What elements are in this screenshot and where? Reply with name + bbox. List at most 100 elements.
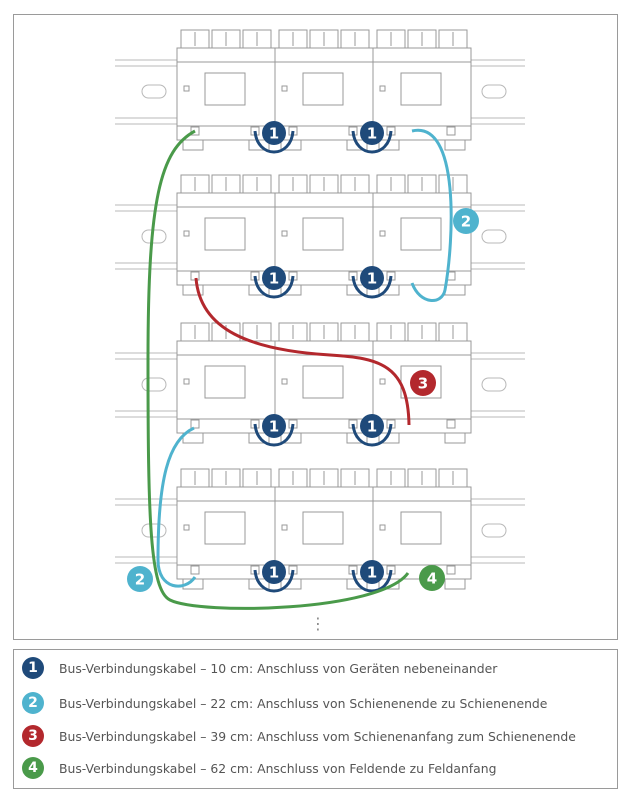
device-module — [176, 468, 276, 590]
bus-cables — [146, 128, 453, 610]
device-display — [204, 365, 246, 399]
rail-slot-right — [481, 229, 507, 244]
device-display — [204, 217, 246, 251]
rail-slot-right — [481, 84, 507, 99]
device-module — [372, 29, 472, 151]
device-top-band — [176, 47, 276, 63]
device-module — [176, 322, 276, 444]
device-module — [274, 174, 374, 296]
bus-cable-1 — [253, 569, 295, 593]
device-led — [183, 230, 190, 237]
cable-badge-label-1: 1 — [367, 564, 377, 582]
legend-text-3: Bus-Verbindungskabel – 39 cm: Anschluss … — [59, 728, 576, 744]
device-display — [204, 511, 246, 545]
cable-badge-3-label: 3 — [418, 375, 428, 393]
cable-badge-4-label: 4 — [427, 570, 437, 588]
legend: 1 Bus-Verbindungskabel – 10 cm: Anschlus… — [13, 649, 618, 789]
device-foot — [182, 139, 204, 151]
device-led — [281, 378, 288, 385]
cable-badge-1 — [262, 560, 286, 584]
device-foot — [444, 139, 466, 151]
bus-cable-1 — [253, 423, 295, 447]
bus-cable-1 — [253, 130, 295, 154]
bus-port-out — [446, 419, 456, 429]
legend-item-1: 1 Bus-Verbindungskabel – 10 cm: Anschlus… — [22, 656, 497, 680]
cable-badge-label-1: 1 — [269, 125, 279, 143]
cable-badge-1 — [360, 414, 384, 438]
rail-slot-right — [481, 377, 507, 392]
device-display — [302, 72, 344, 106]
device-foot — [182, 432, 204, 444]
rail-slot-right — [481, 523, 507, 538]
cable-badge-1 — [262, 266, 286, 290]
cable-badge-1 — [262, 121, 286, 145]
device-display — [302, 511, 344, 545]
cable-badge-label-1: 1 — [367, 270, 377, 288]
cable-badge-3 — [410, 370, 436, 396]
legend-text-1: Bus-Verbindungskabel – 10 cm: Anschluss … — [59, 660, 498, 676]
device-top-band — [274, 486, 374, 502]
cable-badge-4 — [419, 565, 445, 591]
device-display — [302, 365, 344, 399]
device-led — [183, 85, 190, 92]
bus-cable-1 — [253, 275, 295, 299]
continuation-dots: ⋮ — [310, 614, 326, 633]
device-module — [176, 174, 276, 296]
legend-badge-2: 2 — [22, 692, 44, 714]
device-foot — [182, 284, 204, 296]
device-led — [281, 85, 288, 92]
device-top-band — [372, 340, 472, 356]
bus-cable-3 — [194, 277, 411, 426]
device-led — [379, 230, 386, 237]
cable-badge-1 — [360, 121, 384, 145]
cable-badge-1 — [360, 560, 384, 584]
device-module — [372, 468, 472, 590]
bus-cable-1 — [351, 130, 393, 154]
bus-port-out — [446, 126, 456, 136]
bus-cable-4 — [146, 129, 410, 610]
legend-item-4: 4 Bus-Verbindungskabel – 62 cm: Anschlus… — [22, 756, 496, 780]
device-display — [302, 217, 344, 251]
device-led — [379, 85, 386, 92]
legend-text-2: Bus-Verbindungskabel – 22 cm: Anschluss … — [59, 695, 548, 711]
rail-slot-left — [141, 377, 167, 392]
legend-badge-3: 3 — [22, 725, 44, 747]
cable-badge-1 — [262, 414, 286, 438]
device-led — [379, 378, 386, 385]
legend-badge-1: 1 — [22, 657, 44, 679]
cable-badge-2-label: 2 — [461, 213, 471, 231]
device-top-band — [372, 192, 472, 208]
bus-cable-1 — [351, 423, 393, 447]
device-led — [183, 524, 190, 531]
cable-badge-label-1: 1 — [367, 418, 377, 436]
device-display — [400, 217, 442, 251]
device-led — [281, 230, 288, 237]
device-top-band — [176, 486, 276, 502]
bus-port-out — [446, 565, 456, 575]
device-top-band — [274, 340, 374, 356]
cable-badge-label-1: 1 — [269, 564, 279, 582]
device-foot — [444, 284, 466, 296]
device-module — [274, 322, 374, 444]
device-top-band — [274, 192, 374, 208]
legend-item-2: 2 Bus-Verbindungskabel – 22 cm: Anschlus… — [22, 691, 547, 715]
device-display — [204, 72, 246, 106]
device-led — [183, 378, 190, 385]
cable-badge-2 — [127, 566, 153, 592]
device-module — [274, 468, 374, 590]
rail-slot-left — [141, 523, 167, 538]
device-display — [400, 511, 442, 545]
device-top-band — [274, 47, 374, 63]
bus-cable-1 — [351, 569, 393, 593]
cable-badge-2 — [453, 208, 479, 234]
bus-cable-2-upper — [410, 128, 453, 302]
cable-badge-2-label: 2 — [135, 571, 145, 589]
bus-cable-1 — [351, 275, 393, 299]
device-top-band — [372, 47, 472, 63]
rail-slot-left — [141, 84, 167, 99]
devices — [176, 29, 472, 590]
cable-badge-1 — [360, 266, 384, 290]
legend-item-3: 3 Bus-Verbindungskabel – 39 cm: Anschlus… — [22, 724, 576, 748]
